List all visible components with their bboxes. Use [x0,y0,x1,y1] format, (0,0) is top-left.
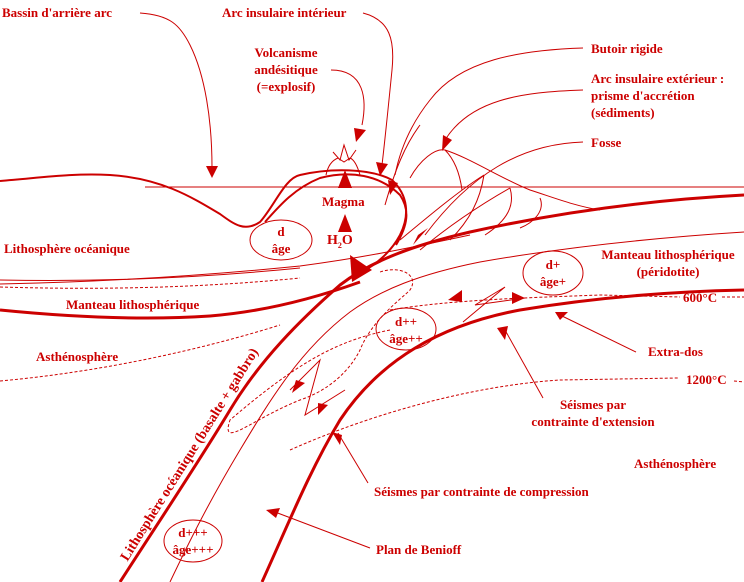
bubble-d-plus-plus-plus [163,519,223,563]
label-compression-quakes: Séismes par contrainte de compression [374,484,589,499]
bubble-d-plus-text: d+ âge+ [528,256,578,290]
arrowhead-slab-water [350,255,372,282]
bubble-d-plus-plus-plus-text: d+++ âge+++ [163,524,223,558]
leader-buttress [394,47,584,176]
leader-volcanism [330,69,365,126]
arrowhead-back-arc [206,166,218,178]
bubble-d-plus-age: âge+ [539,274,567,289]
oceanic-lithosphere-base-left [0,267,301,281]
prism-fault-1 [444,149,463,191]
arrowhead-magma [338,170,352,188]
arrowhead-outer-arc [442,135,452,151]
leader-extension [504,329,544,399]
isotherm-1200-right [733,380,744,383]
isotherm-loop [227,269,413,434]
bubble-d-plus-plus-text: d++ âge++ [376,313,436,347]
prism-fault-3 [484,187,512,236]
arrowhead-inner-arc [376,162,388,176]
arrowhead-water [338,214,352,232]
leader-compression [337,432,369,484]
outer-arc-line-1: Arc insulaire extérieur : [591,71,725,86]
prism-fault-5 [399,174,485,241]
extension-quakes-line-2: contrainte d'extension [531,414,655,429]
prism-fault-4 [519,197,542,229]
label-isotherm-1200: 1200°C [686,372,727,387]
leader-back-arc [139,12,213,169]
water-h: H [327,233,338,248]
label-extension-quakes: Séismes par contrainte d'extension [518,396,668,430]
bubble-d-plus-plus-age: âge++ [389,331,423,346]
leader-outer-arc [444,89,584,141]
accretionary-prism [409,149,601,211]
label-water: H2O [327,232,353,254]
mantle-right-line-2: (péridotite) [636,264,700,279]
arrowhead-benioff [266,508,280,518]
outer-arc-line-2: prisme d'accrétion [591,88,695,103]
bubble-d-plus-plus-plus-age: âge+++ [172,542,214,557]
leader-benioff [274,511,371,549]
label-inner-island-arc: Arc insulaire intérieur [222,5,347,20]
bubble-d-plus-plus-plus-density: d+++ [178,525,208,540]
rigid-buttress-line [384,124,421,206]
volcanism-line-2: andésitique [254,62,318,77]
label-lithospheric-mantle-left: Manteau lithosphérique [66,297,200,312]
label-outer-island-arc: Arc insulaire extérieur : prisme d'accré… [591,70,724,121]
bubble-d-age: âge [271,241,291,256]
arrowhead-compression-1 [292,380,305,393]
label-oceanic-lithosphere-left: Lithosphère océanique [4,241,130,256]
leader-inner-arc [362,12,394,166]
arrowhead-extension-1 [448,290,462,302]
bubble-d-plus-density: d+ [545,257,561,272]
volcanism-line-3: (=explosif) [256,79,316,94]
outer-arc-line-3: (sédiments) [591,105,655,120]
label-trench: Fosse [591,135,622,150]
volcano-icon [325,143,361,176]
extension-quakes-line-1: Séismes par [559,397,627,412]
label-magma: Magma [322,194,365,209]
label-asthenosphere-left: Asthénosphère [36,349,119,364]
bubble-d [249,219,313,261]
lithospheric-mantle-base-left [0,280,361,320]
slab-top-surface [118,193,744,582]
label-rigid-buttress: Butoir rigide [591,41,663,56]
magma-chamber [264,173,408,246]
label-isotherm-600: 600°C [683,290,718,305]
slab-inner-line [0,234,471,285]
arrowhead-extension-quakes [497,326,508,340]
arrowhead-trench [413,228,428,245]
isotherm-600-line [389,294,681,311]
label-volcanism: Volcanisme andésitique (=explosif) [240,44,332,95]
bubble-d-text: d âge [256,223,306,257]
volcanism-line-1: Volcanisme [254,45,318,60]
bubble-d-plus [522,250,584,296]
label-benioff-plane: Plan de Benioff [376,542,462,557]
label-extrados: Extra-dos [648,344,703,359]
water-o: O [341,233,353,248]
oceanic-lithosphere-dashed-left [0,277,301,289]
arrowhead-extrados [555,312,568,320]
compression-zigzag [289,358,346,417]
arrowhead-buttress [388,180,398,195]
arrowhead-compression-quakes [332,432,342,445]
slab-base-benioff [260,288,744,582]
mantle-right-line-1: Manteau lithosphérique [601,247,735,262]
bubble-d-density: d [277,224,285,239]
label-asthenosphere-right: Asthénosphère [634,456,717,471]
leader-trench [424,141,584,236]
arrowhead-extension-2 [512,292,525,304]
extension-zigzag [462,286,526,323]
arrowhead-volcanism [354,128,366,142]
isotherm-1200-line [289,377,679,451]
bubble-d-plus-plus-density: d++ [394,314,418,329]
bubble-d-plus-plus [375,307,437,351]
leader-extrados [559,314,637,353]
label-lithospheric-mantle-right: Manteau lithosphérique (péridotite) [592,246,744,280]
water-subscript: 2 [337,240,342,250]
slab-crust-base [169,231,744,582]
label-back-arc-basin: Bassin d'arrière arc [2,5,113,20]
arrowhead-compression-2 [318,403,328,415]
